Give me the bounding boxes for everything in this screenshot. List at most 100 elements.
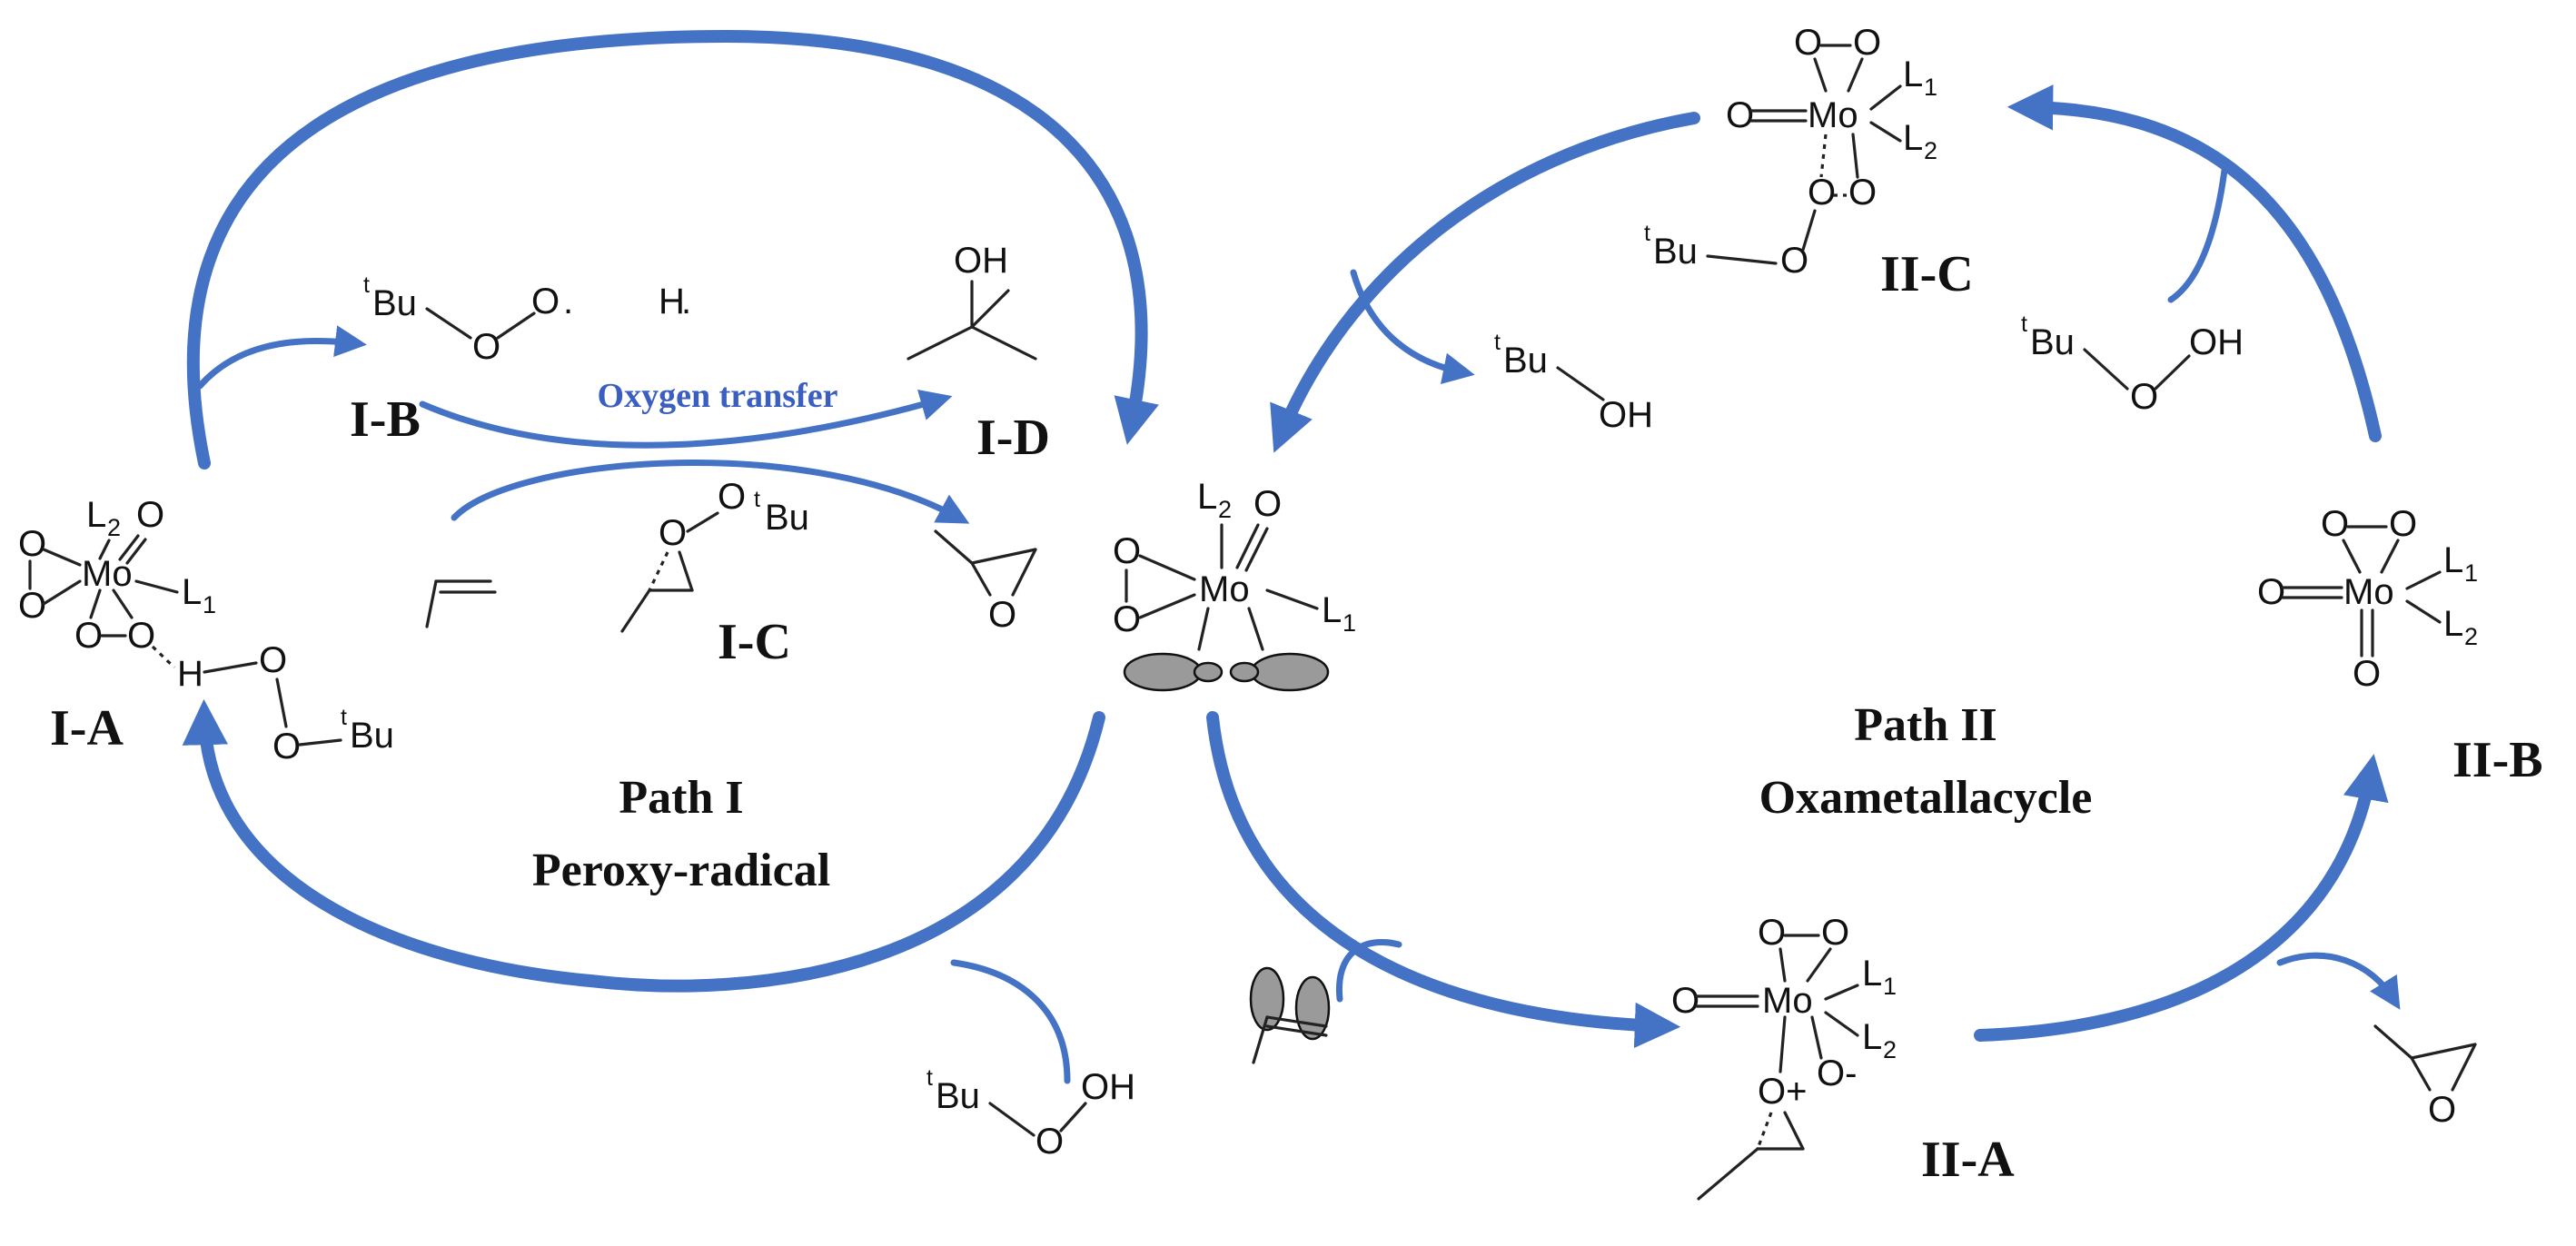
arrow-epoxide-out-path2 <box>2276 952 2401 1010</box>
arrow-propene-in-path2 <box>1335 939 1402 1003</box>
svg-text:Mo: Mo <box>1808 95 1858 135</box>
svg-text:L: L <box>2443 604 2463 644</box>
svg-text:1: 1 <box>1342 609 1356 637</box>
svg-text:Bu: Bu <box>350 716 394 756</box>
complex-ic: O O t Bu <box>620 477 809 633</box>
svg-text:OH: OH <box>1599 395 1653 435</box>
svg-text:Bu: Bu <box>372 283 417 323</box>
svg-text:1: 1 <box>1924 74 1937 101</box>
svg-text:Mo: Mo <box>1762 981 1813 1021</box>
path1-title: Path I <box>619 772 743 824</box>
svg-text:OH: OH <box>1081 1067 1135 1107</box>
tbuooh-path2: t Bu O OH <box>2021 312 2244 417</box>
svg-text:O: O <box>531 282 560 321</box>
svg-text:L: L <box>1197 477 1217 517</box>
svg-text:Bu: Bu <box>1503 341 1548 381</box>
svg-text:L: L <box>1322 590 1342 630</box>
svg-text:O: O <box>136 495 164 535</box>
svg-text:O: O <box>1821 913 1849 953</box>
svg-text:O: O <box>472 327 500 367</box>
arrow-tbuooh-in-path1 <box>950 959 1071 1084</box>
arrow-tbuooh-in-path2 <box>2167 160 2229 303</box>
svg-text:L: L <box>1903 118 1923 158</box>
arrow-ia-to-center <box>186 29 1159 470</box>
svg-text:O: O <box>2257 572 2285 612</box>
propene-orbitals <box>1249 966 1331 1064</box>
svg-text:t: t <box>1644 221 1650 246</box>
label-iib: II-B <box>2452 732 2543 788</box>
svg-text:O: O <box>18 524 46 564</box>
svg-text:2: 2 <box>1883 1036 1897 1063</box>
complex-iic: Mo O O O L 1 L 2 O O O t Bu <box>1644 23 1937 281</box>
label-ic: I-C <box>718 614 791 670</box>
svg-text:O: O <box>718 477 746 517</box>
svg-text:1: 1 <box>1883 973 1897 1000</box>
svg-text:O: O <box>1848 173 1877 213</box>
svg-text:t: t <box>341 705 347 730</box>
svg-text:2: 2 <box>1924 137 1937 164</box>
svg-text:1: 1 <box>2464 559 2478 587</box>
arrow-iic-to-center <box>1270 112 1700 453</box>
svg-text:H: H <box>177 654 203 694</box>
tbuoh-path2: t Bu OH <box>1494 330 1653 435</box>
svg-text:O: O <box>1113 531 1141 571</box>
svg-text:t: t <box>1494 330 1501 355</box>
arrow-center-to-iia <box>1206 711 1681 1049</box>
arrow-center-to-ia <box>182 698 1105 993</box>
svg-text:O: O <box>1808 173 1836 213</box>
propene-molecule <box>425 579 497 628</box>
arrow-tbuoh-out <box>1350 269 1475 385</box>
central-complex: Mo L 2 O O O L 1 <box>1113 477 1356 692</box>
svg-text:L: L <box>1862 954 1882 994</box>
svg-text:2: 2 <box>107 514 121 541</box>
label-ib: I-B <box>350 391 421 448</box>
svg-text:O+: O+ <box>1758 1072 1807 1112</box>
path1-subtitle: Peroxy-radical <box>532 845 830 896</box>
svg-text:O: O <box>2353 654 2381 694</box>
svg-text:O: O <box>2321 504 2349 544</box>
arrow-to-ib <box>196 325 367 390</box>
tbuooh-path1: t Bu O OH <box>926 1065 1135 1162</box>
svg-text:L: L <box>182 572 202 612</box>
svg-text:t: t <box>926 1065 933 1091</box>
svg-text:O-: O- <box>1817 1053 1857 1093</box>
svg-text:Mo: Mo <box>1199 569 1250 609</box>
svg-text:Mo: Mo <box>2343 572 2394 612</box>
arrow-propene-to-epoxide <box>451 460 970 524</box>
svg-text:.: . <box>563 282 573 321</box>
svg-text:OH: OH <box>954 241 1008 281</box>
svg-text:Bu: Bu <box>2030 322 2075 362</box>
svg-text:O: O <box>2428 1090 2456 1130</box>
svg-text:1: 1 <box>203 591 216 618</box>
svg-text:Bu: Bu <box>1653 232 1698 272</box>
svg-text:O: O <box>1671 981 1699 1021</box>
svg-text:O: O <box>1794 23 1822 63</box>
svg-text:O: O <box>1853 23 1881 63</box>
arrow-iia-to-iib <box>1974 754 2389 1042</box>
svg-text:O: O <box>18 586 46 626</box>
epoxide-path1: O <box>934 529 1037 635</box>
svg-text:O: O <box>1113 599 1141 639</box>
svg-text:O: O <box>127 616 155 656</box>
label-ia: I-A <box>50 700 124 756</box>
svg-text:Bu: Bu <box>936 1076 980 1116</box>
svg-text:L: L <box>2443 540 2463 580</box>
svg-text:2: 2 <box>1218 496 1232 523</box>
svg-text:t: t <box>363 272 370 298</box>
complex-iia: Mo O O O L 1 L 2 O+ O- <box>1671 913 1897 1201</box>
svg-text:H: H <box>659 282 685 321</box>
oxygen-transfer-label: Oxygen transfer <box>598 377 838 415</box>
arrow-oxygen-transfer <box>419 389 953 449</box>
svg-text:OH: OH <box>2189 322 2244 362</box>
complex-id: OH <box>907 241 1037 361</box>
svg-text:2: 2 <box>2464 623 2478 650</box>
path2-title: Path II <box>1854 699 1996 751</box>
complex-iib: Mo O O O L 1 L 2 O <box>2257 504 2478 694</box>
svg-text:O: O <box>74 616 103 656</box>
svg-text:L: L <box>86 495 106 535</box>
svg-text:t: t <box>2021 312 2027 337</box>
svg-text:O: O <box>988 595 1016 635</box>
path2-subtitle: Oxametallacycle <box>1759 772 2093 824</box>
epoxide-path2: O <box>2373 1024 2477 1130</box>
